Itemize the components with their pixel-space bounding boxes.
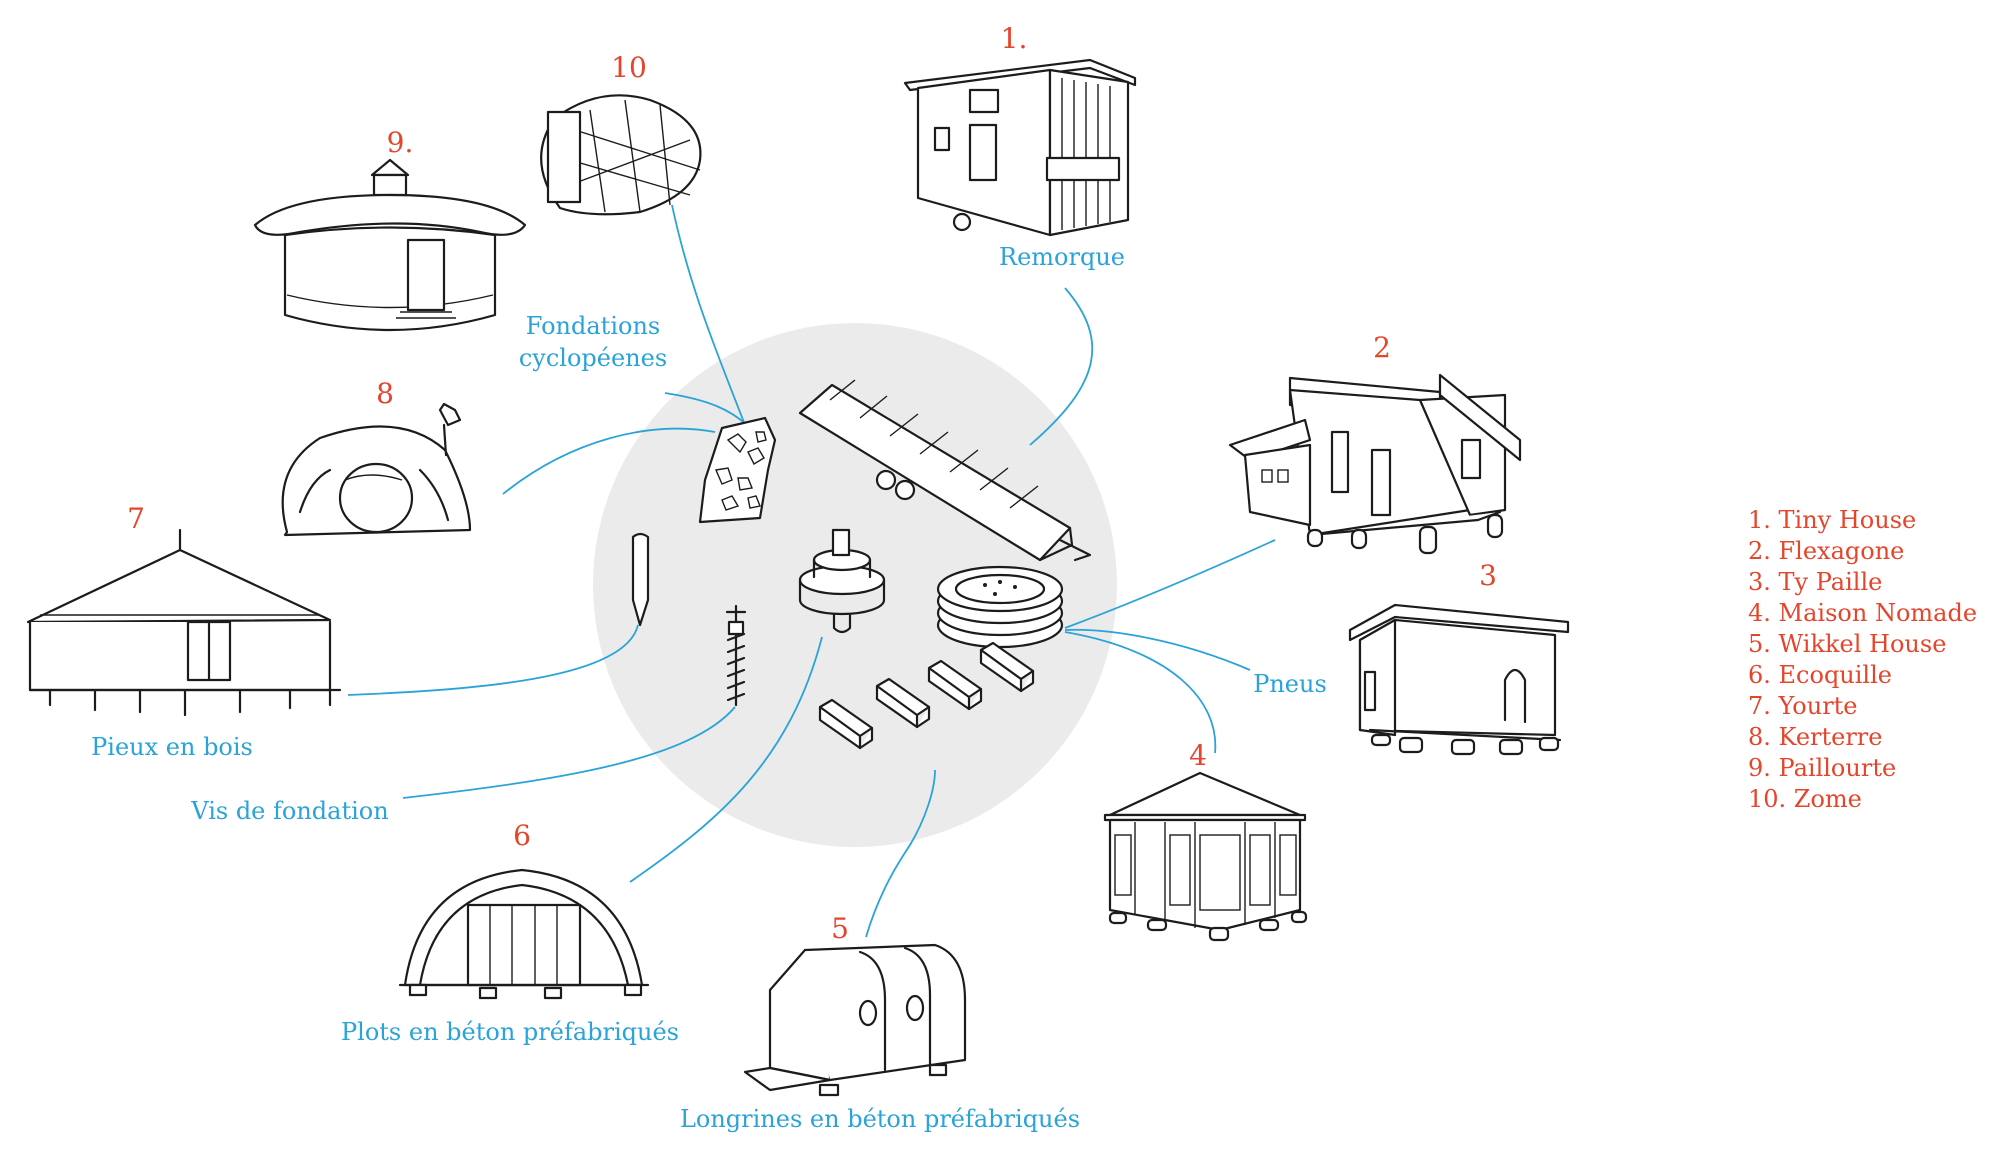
label-remorque: Remorque: [999, 243, 1125, 271]
legend-item: 9. Paillourte: [1748, 754, 1896, 782]
legend-item: 10. Zome: [1748, 785, 1862, 813]
label-pieux: Pieux en bois: [91, 733, 253, 761]
label-pneus: Pneus: [1253, 670, 1327, 698]
ty-paille-illustration: [1348, 603, 1570, 756]
legend-item: 2. Flexagone: [1748, 537, 1904, 565]
legend-item: 3. Ty Paille: [1748, 568, 1882, 596]
house-number-1: 1.: [1001, 22, 1028, 55]
house-number-7: 7: [127, 502, 145, 535]
wikkel-house-illustration: [743, 943, 967, 1097]
legend-item: 4. Maison Nomade: [1748, 599, 1977, 627]
leader-pieux: [347, 624, 639, 696]
house-number-3: 3: [1479, 559, 1497, 592]
leader-vis: [402, 706, 736, 799]
kerterre-illustration: [281, 402, 472, 537]
legend-item: 5. Wikkel House: [1748, 630, 1946, 658]
zome-illustration: [540, 94, 702, 216]
house-number-6: 6: [513, 819, 531, 852]
house-number-5: 5: [831, 912, 849, 945]
house-numbers: 1. 2 3 4 5 6 7 8 9. 10: [127, 22, 1497, 945]
legend: 1. Tiny House 2. Flexagone 3. Ty Paille …: [1748, 506, 1977, 813]
leader-remorque: [1029, 287, 1094, 446]
foundation-labels: Remorque Fondations cyclopéenes Pneus Pi…: [91, 243, 1327, 1133]
concrete-beam-icon: [818, 641, 1035, 750]
house-number-8: 8: [376, 377, 394, 410]
house-number-4: 4: [1189, 739, 1207, 772]
leader-pneus: [1064, 628, 1251, 671]
trailer-icon: [798, 379, 1092, 562]
paillourte-illustration: [253, 158, 527, 332]
legend-item: 8. Kerterre: [1748, 723, 1882, 751]
leader-zome: [671, 204, 746, 426]
house-number-10: 10: [611, 51, 647, 84]
leader-longrines: [865, 769, 936, 938]
label-vis: Vis de fondation: [190, 797, 388, 825]
house-number-9: 9.: [387, 126, 414, 159]
foundation-screw-icon: [725, 604, 747, 707]
legend-item: 1. Tiny House: [1748, 506, 1916, 534]
maison-nomade-illustration: [1103, 771, 1308, 942]
leader-cyclopeenes: [664, 392, 748, 426]
legend-item: 6. Ecoquille: [1748, 661, 1892, 689]
leader-maison-nomade: [1064, 631, 1217, 754]
tiny-house-illustration: [903, 58, 1137, 237]
cyclopean-stones-icon: [698, 416, 777, 524]
label-longrines: Longrines en béton préfabriqués: [680, 1105, 1080, 1133]
house-number-2: 2: [1373, 331, 1391, 364]
leader-flexagone: [1064, 539, 1276, 629]
ecoquille-illustration: [398, 868, 650, 1000]
leader-kerterre: [502, 427, 716, 495]
leader-lines: [347, 204, 1276, 938]
tire-stack-icon: [936, 565, 1064, 649]
wood-stake-icon: [631, 532, 650, 627]
flexagone-illustration: [1228, 373, 1522, 555]
legend-item: 7. Yourte: [1748, 692, 1858, 720]
label-cyclopeenes-1: Fondations: [526, 312, 660, 340]
label-plots: Plots en béton préfabriqués: [341, 1018, 679, 1046]
concrete-pad-icon: [798, 528, 886, 634]
label-cyclopeenes-2: cyclopéenes: [519, 344, 667, 372]
yourte-illustration: [26, 528, 342, 717]
leader-plots: [629, 636, 823, 883]
